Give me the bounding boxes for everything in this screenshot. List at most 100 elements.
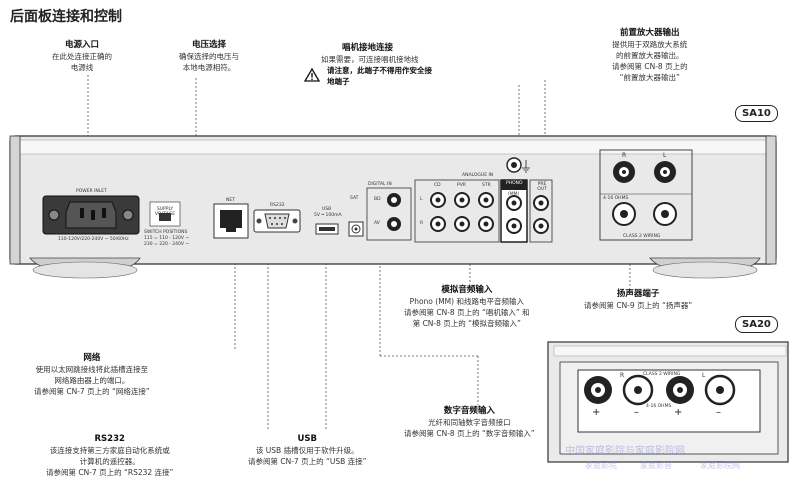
ground-callout: 唱机接地连接 如果需要，可连接唱机接地线 请注意，此端子不得用作安全接 地端子 <box>303 43 432 87</box>
usb-port <box>315 223 339 235</box>
speaker-callout: 扬声器端子 请参阅第 CN-9 页上的 “扬声器” <box>584 289 692 311</box>
analogue-in-label: ANALOGUE IN <box>462 173 494 178</box>
speaker-r-label: R <box>622 152 627 159</box>
callout-title: USB <box>297 434 318 444</box>
model-badge-sa10: SA10 <box>735 105 778 122</box>
usb-spec-label: 5V ═ 100mA <box>314 213 342 218</box>
digital-callout: 数字音频输入 光纤和同轴数字音频接口 请参阅第 CN-8 页上的 “数字音频输入… <box>404 406 535 439</box>
power-inlet-label: POWER INLET <box>76 189 107 194</box>
callout-line: 本地电源相符。 <box>182 63 236 72</box>
callout-line: “前置放大器输出” <box>619 73 680 82</box>
network-callout: 网络 使用以太网跳接线将此插槽连接至 网络路由器上的端口。 请参阅第 CN-7 … <box>34 353 150 397</box>
callout-line: 请参阅第 CN-7 页上的 “网络连接” <box>34 387 150 396</box>
callout-line: 光纤和同轴数字音频接口 <box>428 418 511 427</box>
callout-title: 唱机接地连接 <box>341 43 393 53</box>
callout-line: 如果需要，可连接唱机接地线 <box>321 55 419 64</box>
callout-title: 电源入口 <box>64 40 99 50</box>
callout-line: 该连接支持第三方家庭自动化系统或 <box>49 446 170 455</box>
speaker-class2-label: CLASS 2 WIRING <box>623 234 661 239</box>
rs232-port <box>253 209 301 233</box>
rs232-label: RS232 <box>270 203 285 208</box>
voltage-select-callout: 电压选择 确保选择的电压与 本地电源相符。 <box>179 40 239 73</box>
av-label: AV <box>374 221 380 226</box>
callout-line: 请参阅第 CN-8 页上的 “唱机输入” 和 <box>404 308 530 317</box>
callout-line: 电源线 <box>70 63 94 72</box>
watermark-text: 家庭影院网 <box>700 461 740 470</box>
warning-line: 请注意，此端子不得用作安全接 <box>327 66 432 75</box>
pre-out-jacks <box>529 179 553 243</box>
sat-label: SAT <box>350 196 359 201</box>
bd-label: BD <box>374 197 381 202</box>
pre-out-label: PRE OUT <box>537 182 547 192</box>
supply-voltage-label: SUPPLY VOLTAGE <box>154 207 176 217</box>
warning-line: 地端子 <box>327 77 350 86</box>
callout-line: 计算机的遥控器。 <box>79 457 140 466</box>
callout-title: RS232 <box>94 434 125 444</box>
phono-mm-label: (MM) <box>508 192 520 197</box>
callout-line: 请参阅第 CN-7 页上的 “USB 连接” <box>248 457 367 466</box>
preout-callout: 前置放大器输出 提供用于双路放大系统 的前置放大器输出。 请参阅第 CN-8 页… <box>612 28 688 83</box>
callout-title: 电压选择 <box>191 40 226 50</box>
sa10-speaker-terminals <box>599 149 693 241</box>
digital-coax-inputs <box>366 187 412 241</box>
cd-label: CD <box>434 183 441 188</box>
callout-line: 确保选择的电压与 <box>179 52 239 61</box>
analogue-l-label: L <box>420 197 423 202</box>
callout-line: 的前置放大器输出。 <box>616 51 684 60</box>
usb-callout: USB 该 USB 插槽仅用于软件升级。 请参阅第 CN-7 页上的 “USB … <box>248 434 367 467</box>
callout-line: 第 CN-8 页上的 “模拟音频输入” <box>412 319 521 328</box>
power-spec-label: 110-120V/220-240V ~ 50/60Hz <box>58 237 129 242</box>
power-inlet-callout: 电源入口 在此处连接正确的 电源线 <box>52 40 112 73</box>
watermark-text: 家庭影院 <box>585 461 617 470</box>
callout-line: 请参阅第 CN-9 页上的 “扬声器” <box>584 301 693 310</box>
callout-title: 网络 <box>83 353 101 363</box>
sa20-ohms-label: 4-16 OHMS <box>646 404 672 409</box>
str-label: STR <box>482 183 491 188</box>
usb-label: USB <box>322 207 332 212</box>
rs232-callout: RS232 该连接支持第三方家庭自动化系统或 计算机的遥控器。 请参阅第 CN-… <box>46 434 173 478</box>
sa20-r-label: R <box>620 372 625 379</box>
callout-line: 请参阅第 CN-8 页上的 “数字音频输入” <box>404 429 535 438</box>
callout-title: 前置放大器输出 <box>620 28 680 38</box>
sa20-rear-panel: + – + – <box>547 341 789 463</box>
svg-text:–: – <box>634 407 639 418</box>
switch-positions-label: SWITCH POSITIONS <box>144 230 188 235</box>
watermark-text: 中国家庭影院与家庭影院网 <box>565 446 685 457</box>
ground-terminal <box>506 157 530 173</box>
page-title: 后面板连接和控制 <box>10 9 122 25</box>
model-badge-sa20: SA20 <box>735 316 778 333</box>
switch-pos-1: 115 = 110 - 120V ~ <box>144 236 190 241</box>
net-label: NET <box>226 198 235 203</box>
callout-title: 扬声器端子 <box>616 289 660 299</box>
callout-line: 提供用于双路放大系统 <box>612 40 688 49</box>
callout-title: 数字音频输入 <box>443 406 495 416</box>
phono-label: PHONO <box>506 181 523 186</box>
callout-line: 该 USB 插槽仅用于软件升级。 <box>255 446 359 455</box>
power-inlet <box>42 195 140 235</box>
digital-in-label: DIGITAL IN <box>368 182 392 187</box>
analogue-r-label: R <box>420 221 424 226</box>
speaker-l-label: L <box>663 152 667 159</box>
ethernet-port <box>213 203 249 239</box>
sa20-l-label: L <box>702 372 706 379</box>
svg-text:+: + <box>592 407 600 418</box>
callout-line: 在此处连接正确的 <box>52 52 112 61</box>
callout-line: 请参阅第 CN-8 页上的 <box>612 62 688 71</box>
callout-line: 请参阅第 CN-7 页上的 “RS232 连接” <box>46 468 174 477</box>
warning-icon <box>304 68 320 82</box>
watermark-text: 家庭影音 <box>640 461 672 470</box>
svg-text:+: + <box>674 407 682 418</box>
analogue-callout: 模拟音频输入 Phono (MM) 和线路电平音频输入 请参阅第 CN-8 页上… <box>404 285 530 329</box>
optical-input <box>348 221 364 237</box>
analogue-inputs <box>414 179 528 243</box>
callout-line: 使用以太网跳接线将此插槽连接至 <box>35 365 149 374</box>
voltage-switch <box>149 201 181 227</box>
sa20-class2-label: CLASS 2 WIRING <box>643 372 681 377</box>
svg-text:–: – <box>716 407 721 418</box>
switch-pos-2: 230 = 220 - 240V ~ <box>144 242 190 247</box>
pvr-label: PVR <box>457 183 466 188</box>
callout-title: 模拟音频输入 <box>441 285 493 295</box>
callout-line: Phono (MM) 和线路电平音频输入 <box>409 297 524 306</box>
callout-line: 网络路由器上的端口。 <box>54 376 130 385</box>
